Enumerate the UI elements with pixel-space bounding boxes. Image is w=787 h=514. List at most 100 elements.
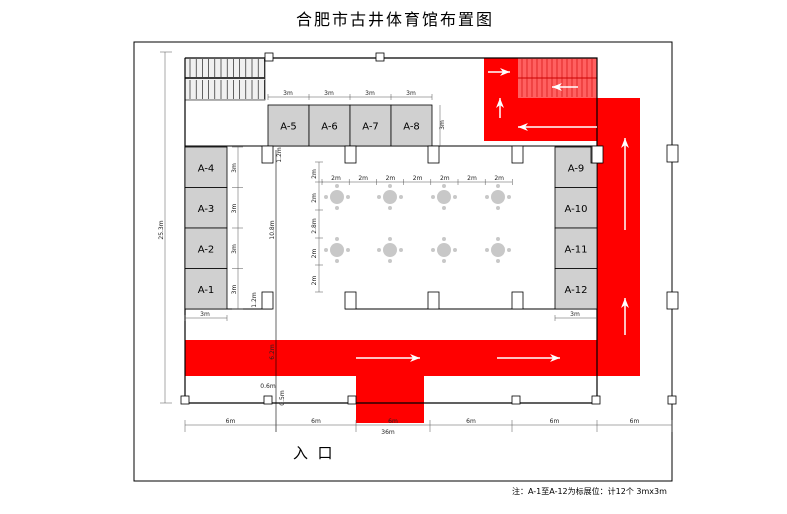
dimension-label: 3m [283,90,293,97]
dimension-label: 2m [467,175,477,182]
column [347,395,357,405]
chair [507,248,511,252]
column [264,52,274,62]
table [491,190,505,204]
column [427,291,440,310]
column [666,291,679,310]
chair [453,248,457,252]
chair [485,248,489,252]
note: 注：A-1至A-12为标展位：计12个 3mx3m [512,486,667,496]
arrowhead-icon [621,298,629,308]
dimension-label: 3m [231,244,238,254]
booth-label: A-7 [362,122,379,133]
dimension-label: 3m [324,90,334,97]
booth [184,187,228,229]
chair [377,195,381,199]
arrowhead-icon [410,354,420,362]
chair [335,206,339,210]
column [667,395,677,405]
booth-label: A-1 [198,285,215,296]
chair [346,195,350,199]
booth [554,227,598,269]
chair [335,259,339,263]
booth [308,104,351,147]
chair [496,237,500,241]
chair [485,195,489,199]
booth [184,146,228,188]
dimension-label: 2.8m [311,218,318,234]
chair [399,195,403,199]
chair [399,248,403,252]
chair [388,237,392,241]
dimension-label: 6m [466,418,476,425]
chair [431,195,435,199]
dimension-label: 6m [630,418,640,425]
dimension-label: 3m [231,204,238,214]
column [666,144,679,163]
column [375,52,385,62]
booth-label: A-9 [568,163,585,174]
dimension-label: 0.6m [260,383,276,390]
dimension-label: 3m [570,311,580,318]
dimension-label: 1.2m [276,147,283,163]
booth-label: A-4 [198,163,215,174]
chair [335,237,339,241]
chair [442,184,446,188]
booth-label: A-8 [403,122,420,133]
page-title: 合肥市古井体育馆布置图 [296,10,494,29]
dimension-label: 3m [406,90,416,97]
dimension-label: 0.5m [279,390,286,406]
booth-label: A-3 [198,204,215,215]
chair [388,184,392,188]
dimension-label: 2m [440,175,450,182]
booth-label: A-10 [565,204,588,215]
dimension-label: 6m [550,418,560,425]
column [511,145,524,164]
arrowhead-icon [496,98,504,108]
arrowhead-icon [500,68,510,76]
dimension-label: 3m [365,90,375,97]
chair [496,206,500,210]
booth-label: A-2 [198,244,215,255]
booth [184,227,228,269]
chair [496,184,500,188]
table [383,190,397,204]
dimension-label: 2m [386,175,396,182]
dimension-label: 2m [494,175,504,182]
chair [388,206,392,210]
arrowhead-icon [621,138,629,148]
booth [554,268,598,310]
dimension-label: 36m [381,429,395,436]
chair [442,259,446,263]
chair [335,184,339,188]
chair [507,195,511,199]
booth [184,268,228,310]
column [427,145,440,164]
dimension-label: 10.8m [269,220,276,239]
booth-label: A-11 [565,244,588,255]
chair [442,237,446,241]
dimension-label: 6m [226,418,236,425]
dimension-label: 3m [439,120,446,130]
chair [496,259,500,263]
booth-label: A-12 [565,285,588,296]
chair [377,248,381,252]
arrowhead-icon [550,354,560,362]
dimension-label: 3m [200,311,210,318]
table [491,243,505,257]
column [511,395,521,405]
dimension-label: 2m [413,175,423,182]
chair [324,248,328,252]
route [185,58,640,423]
table [330,243,344,257]
chair [324,195,328,199]
dimension-label: 2m [311,276,318,286]
dimension-label: 2m [358,175,368,182]
column [263,395,273,405]
chair [388,259,392,263]
column [344,145,357,164]
table [383,243,397,257]
table [437,190,451,204]
dimension-label: 1.2m [251,292,258,308]
